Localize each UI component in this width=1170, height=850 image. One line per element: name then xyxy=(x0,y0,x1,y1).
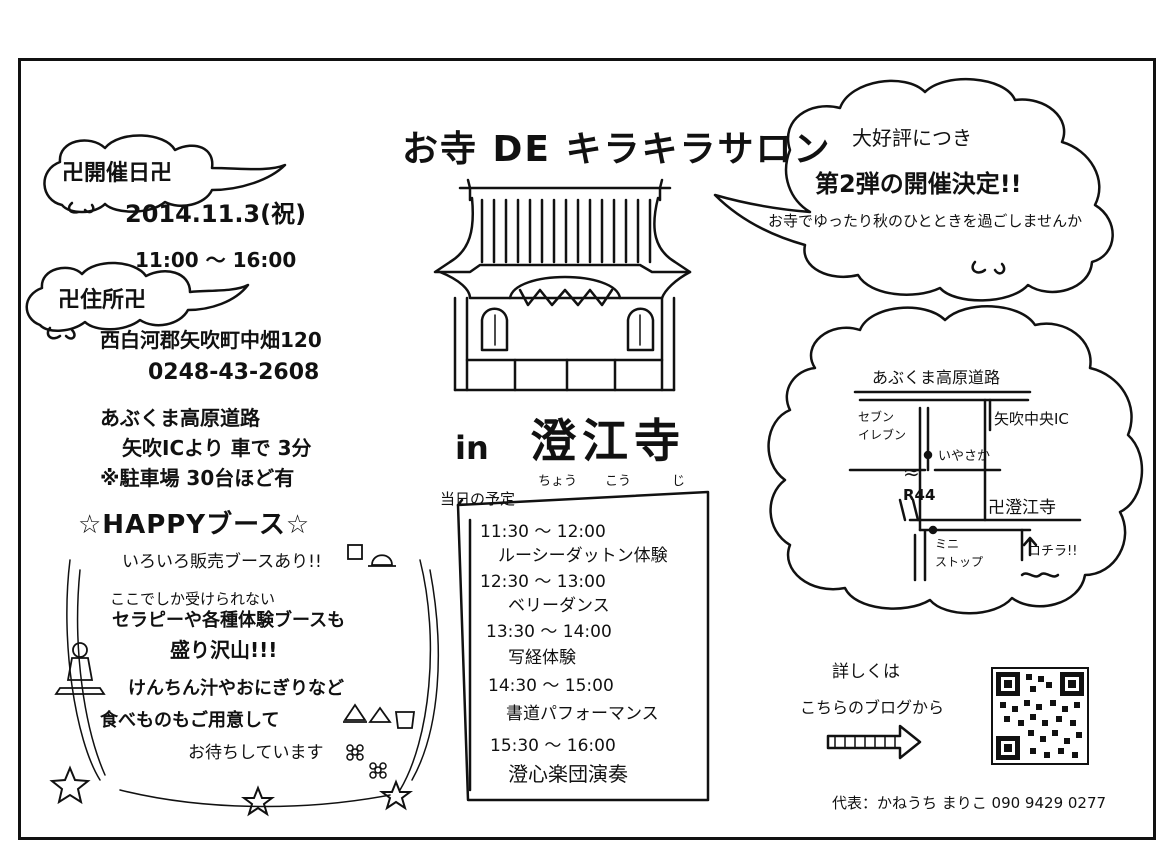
map-here-label: コチラ!! xyxy=(1028,544,1078,559)
map-ministop-label: ミニ ストップ xyxy=(935,537,984,569)
date-cloud xyxy=(43,134,287,214)
map-iyasaka-label: いやさか xyxy=(938,449,991,464)
onigiri-icon xyxy=(343,703,416,729)
star-icon xyxy=(241,785,275,817)
schedule-time-4: 14:30 ～ 15:00 xyxy=(488,676,614,696)
temple-reading-1: ちょう xyxy=(538,474,578,489)
star-icon xyxy=(379,779,413,811)
bell-icon xyxy=(347,544,396,567)
flyer-frame xyxy=(18,58,1156,840)
address-line: 西白河郡矢吹町中畑120 xyxy=(100,328,322,352)
schedule-time-1: 11:30 ～ 12:00 xyxy=(480,522,606,542)
phone-number: 0248-43-2608 xyxy=(148,360,320,385)
blog-line2[interactable]: こちらのブログから xyxy=(800,698,945,717)
announcement-line1: 大好評につき xyxy=(852,126,972,150)
map-seven-label: セブン イレブン xyxy=(858,410,907,442)
schedule-time-2: 12:30 ～ 13:00 xyxy=(480,572,606,592)
booth-line-7: お待ちしています xyxy=(188,743,324,763)
schedule-label: 当日の予定 xyxy=(440,490,516,508)
happy-oval xyxy=(66,559,439,791)
schedule-time-3: 13:30 ～ 14:00 xyxy=(486,622,612,642)
temple-reading-2: こう xyxy=(605,474,632,489)
map-road-label: あぶくま高原道路 xyxy=(872,368,1001,387)
person-icon xyxy=(54,642,106,695)
schedule-event-1: ルーシーダットン体験 xyxy=(498,546,668,566)
event-time: 11:00 ～ 16:00 xyxy=(135,248,297,272)
announcement-line3: お寺でゆったり秋のひとときを過ごしませんか xyxy=(768,212,1083,230)
qr-code xyxy=(991,667,1089,765)
event-date: 2014.11.3(祝) xyxy=(125,200,307,228)
booth-line-4: 盛り沢山!!! xyxy=(170,638,278,662)
access-line1: あぶくま高原道路 xyxy=(100,406,260,430)
map-approx-mark: ≈ xyxy=(903,460,920,484)
temple-name: 澄江寺 xyxy=(530,414,686,468)
temple-gate-drawing xyxy=(433,178,692,392)
temple-reading-3: じ xyxy=(672,474,686,489)
schedule-time-5: 15:30 ～ 16:00 xyxy=(490,736,616,756)
page-title: お寺 DE キラキラサロン xyxy=(402,129,832,170)
booth-line-1: いろいろ販売ブースあり!! xyxy=(122,552,322,572)
map-route-label: R44 xyxy=(903,486,936,504)
date-label: 卍開催日卍 xyxy=(62,161,173,186)
access-line2: 矢吹ICより 車で 3分 xyxy=(122,436,312,460)
happy-booth-title: ☆HAPPYブース☆ xyxy=(78,510,311,540)
booth-line-3: セラピーや各種体験ブースも xyxy=(112,610,346,631)
star-icon xyxy=(49,765,91,805)
contact-info: 代表：かねうち まりこ 090 9429 0277 xyxy=(832,794,1107,812)
map-ic-label: 矢吹中央IC xyxy=(994,410,1069,428)
blog-arrow xyxy=(826,724,922,760)
temple-prefix: in xyxy=(455,429,489,467)
schedule-event-4: 書道パフォーマンス xyxy=(506,704,659,724)
map-temple-label: 卍澄江寺 xyxy=(988,498,1056,518)
schedule-scroll xyxy=(456,490,710,802)
announcement-line2: 第2弾の開催決定!! xyxy=(815,170,1022,198)
schedule-event-5: 澄心楽団演奏 xyxy=(508,762,628,786)
announcement-cloud xyxy=(713,77,1114,302)
flower-icon xyxy=(346,744,387,779)
address-cloud xyxy=(25,261,250,332)
schedule-event-3: 写経体験 xyxy=(508,648,576,668)
schedule-event-2: ベリーダンス xyxy=(508,596,610,616)
access-line3: ※駐車場 30台ほど有 xyxy=(100,466,295,490)
blog-line1: 詳しくは xyxy=(832,662,900,682)
booth-line-5: けんちん汁やおにぎりなど xyxy=(128,678,344,699)
address-label: 卍住所卍 xyxy=(58,288,147,313)
booth-line-6: 食べものもご用意して xyxy=(100,710,280,731)
map-cloud xyxy=(767,305,1144,615)
booth-line-2: ここでしか受けられない xyxy=(110,590,276,608)
